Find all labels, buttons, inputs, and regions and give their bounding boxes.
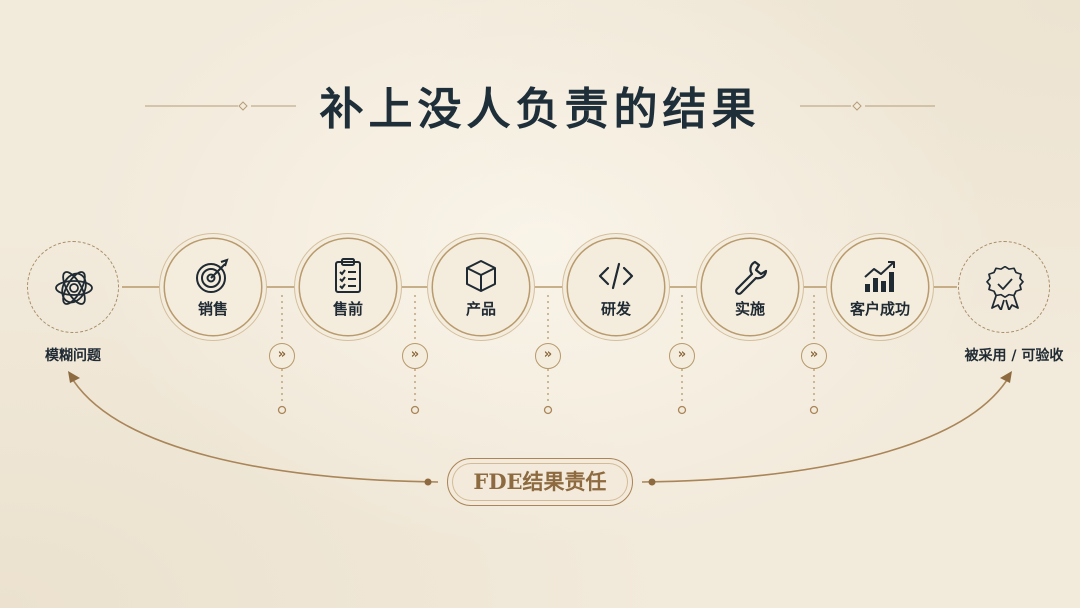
gap-chevron-icon: » [801,343,827,369]
stage-label: 产品 [465,300,496,318]
stage-label: 售前 [332,300,363,318]
code-brackets-icon [598,262,634,290]
end-node [958,241,1050,333]
feedback-arc [72,379,1008,483]
stage-sales: 销售 [165,239,261,335]
stage-label: 研发 [600,300,631,318]
award-badge-check-icon [986,266,1024,310]
title-right-rule [800,101,935,111]
clipboard-checklist-icon [335,258,361,293]
gap-drop-ends [277,405,819,415]
stage-label: 实施 [734,300,765,318]
tangled-atom-icon [55,271,93,305]
start-node [27,241,119,333]
stage-presales: 售前 [300,239,396,335]
title-left-rule [145,101,296,111]
stage-customer-success: 客户成功 [832,239,928,335]
box-cube-icon [466,260,496,292]
stage-implementation: 实施 [702,239,798,335]
page-title: 补上没人负责的结果 [319,84,761,135]
wrench-icon [735,260,768,295]
pill-dots [424,478,656,486]
stage-rnd: 研发 [568,239,664,335]
growth-bar-chart-icon [864,261,895,292]
gap-chevron-icon: » [669,343,695,369]
gap-drops [281,295,815,405]
fde-responsibility-pill: FDE结果责任 [447,458,633,506]
stage-label: 销售 [197,300,228,318]
gap-chevron-icon: » [402,343,428,369]
stage-label: 客户成功 [849,300,910,318]
gap-chevron-icon: » [269,343,295,369]
stage-product: 产品 [433,239,529,335]
gap-chevron-icon: » [535,343,561,369]
start-label: 模糊问题 [45,348,101,364]
end-label: 被采用 / 可验收 [964,348,1064,364]
arc-arrowheads [68,371,1012,383]
target-arrow-icon [196,258,229,293]
